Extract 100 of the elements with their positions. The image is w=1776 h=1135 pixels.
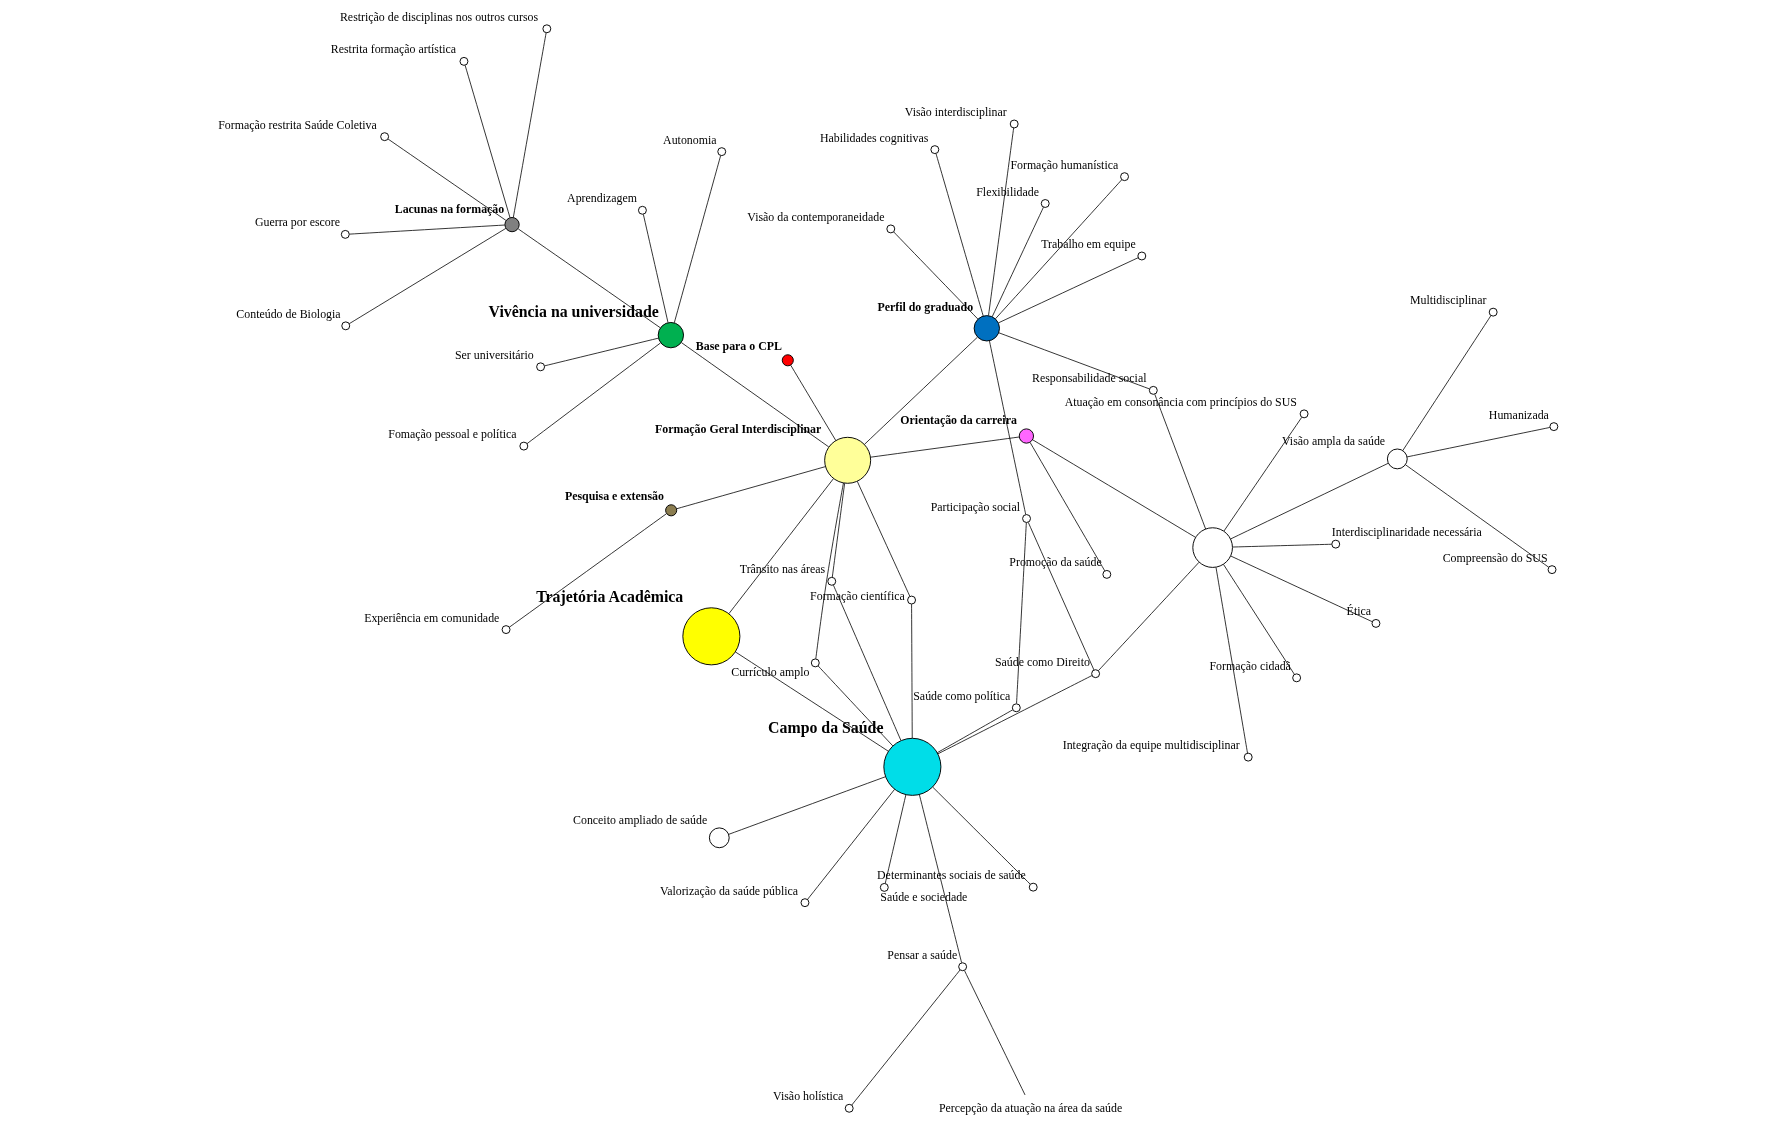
node-label: Trajetória Acadêmica (536, 588, 684, 606)
node-circle (883, 737, 942, 796)
connector (1154, 393, 1207, 530)
node-label: Autonomia (663, 132, 717, 147)
connector (937, 675, 1093, 755)
connector (1016, 522, 1027, 704)
connector (1230, 555, 1373, 623)
connector (517, 228, 661, 329)
node-label: Ética (1346, 604, 1372, 619)
node-circle (1243, 752, 1253, 762)
node-circle (708, 827, 730, 849)
connector (673, 155, 721, 324)
node-circle (958, 962, 968, 972)
connector (815, 482, 844, 660)
connector (642, 213, 669, 324)
node-circle (810, 658, 820, 668)
node-circle (459, 56, 469, 66)
connector (509, 513, 667, 628)
connector (1027, 521, 1095, 671)
node-label: Pesquisa e extensão (564, 489, 664, 503)
node-circle (340, 229, 350, 239)
node-label: Interdisciplinaridade necessária (1331, 525, 1482, 540)
connector (1406, 427, 1551, 458)
connector (1232, 543, 1333, 548)
connector (544, 337, 659, 367)
connector (512, 32, 547, 218)
node-circle (827, 576, 837, 586)
node-label: Formação Geral Interdisciplinar (655, 421, 822, 436)
connector (988, 127, 1015, 316)
connector (735, 651, 889, 752)
node-label: Formação humanística (1010, 157, 1119, 172)
connector (918, 794, 963, 964)
node-circle (1488, 307, 1498, 317)
connector (387, 138, 507, 221)
node-circle (1148, 385, 1158, 395)
node-circle (1386, 448, 1408, 470)
node-circle (682, 607, 741, 666)
connector (864, 336, 978, 445)
node-circle (380, 132, 390, 142)
connector (790, 364, 837, 441)
node-circle (930, 145, 940, 155)
node-circle (638, 205, 647, 215)
node-label: Pensar a saúde (887, 947, 958, 962)
node-label: Saúde como política (913, 688, 1011, 703)
connector (932, 786, 1031, 885)
node-label: Trânsito nas áreas (739, 562, 826, 577)
node-label: Humanizada (1488, 407, 1549, 422)
connector (964, 970, 1026, 1096)
connector (1402, 315, 1492, 451)
node-circle (781, 354, 794, 367)
node-circle (879, 882, 889, 892)
node-circle (1028, 882, 1038, 892)
node-label: Trabalho em equipe (1041, 237, 1136, 252)
connector (870, 436, 1020, 458)
node-circle (1137, 251, 1147, 261)
connector (1098, 561, 1200, 671)
node-label: Valorização da saúde pública (659, 883, 799, 898)
node-circle (1292, 673, 1302, 683)
node-label: Visão ampla da saúde (1281, 434, 1386, 449)
connector (995, 179, 1123, 320)
node-label: Orientação da carreira (900, 413, 1017, 428)
node-label: Saúde como Direito (994, 654, 1090, 669)
node-circle (717, 147, 727, 157)
connector (911, 603, 913, 739)
node-label: Base para o CPL (695, 338, 782, 353)
node-circle (1192, 527, 1233, 568)
connector (817, 665, 894, 747)
connector (831, 482, 846, 578)
node-circle (1549, 422, 1559, 432)
connector (676, 466, 826, 510)
node-circle (886, 224, 896, 234)
node-label: Multidisciplinar (1409, 293, 1487, 308)
node-label: Formação cidadã (1209, 658, 1291, 673)
connector (1223, 417, 1303, 532)
connector (807, 788, 896, 900)
connector (1215, 566, 1248, 754)
connector (991, 206, 1044, 318)
connector (1029, 441, 1106, 572)
node-circle (973, 315, 1000, 342)
connector (680, 342, 830, 448)
node-circle (1102, 569, 1112, 579)
node-circle (1299, 409, 1309, 419)
node-label: Visão holística (773, 1089, 844, 1104)
node-label: Guerra por escore (254, 215, 340, 230)
node-circle (844, 1103, 854, 1113)
node-label: Responsabilidade social (1032, 371, 1147, 386)
node-label: Atuação em consonância com princípios do SUS (1064, 394, 1297, 409)
node-label: Integração da equipe multidisciplinar (1062, 738, 1240, 753)
connector (1405, 464, 1550, 568)
connector (348, 224, 506, 235)
node-label: Conceito ampliado de saúde (573, 812, 708, 827)
node-label: Vivência na universidade (488, 302, 659, 320)
connector (728, 478, 834, 615)
node-label: Flexibilidade (976, 184, 1039, 199)
connector (348, 227, 507, 325)
node-label: Habilidades cognitivas (819, 130, 929, 145)
node-circle (536, 362, 546, 372)
node-circle (824, 436, 872, 484)
node-circle (504, 217, 520, 233)
node-circle (1371, 618, 1381, 628)
